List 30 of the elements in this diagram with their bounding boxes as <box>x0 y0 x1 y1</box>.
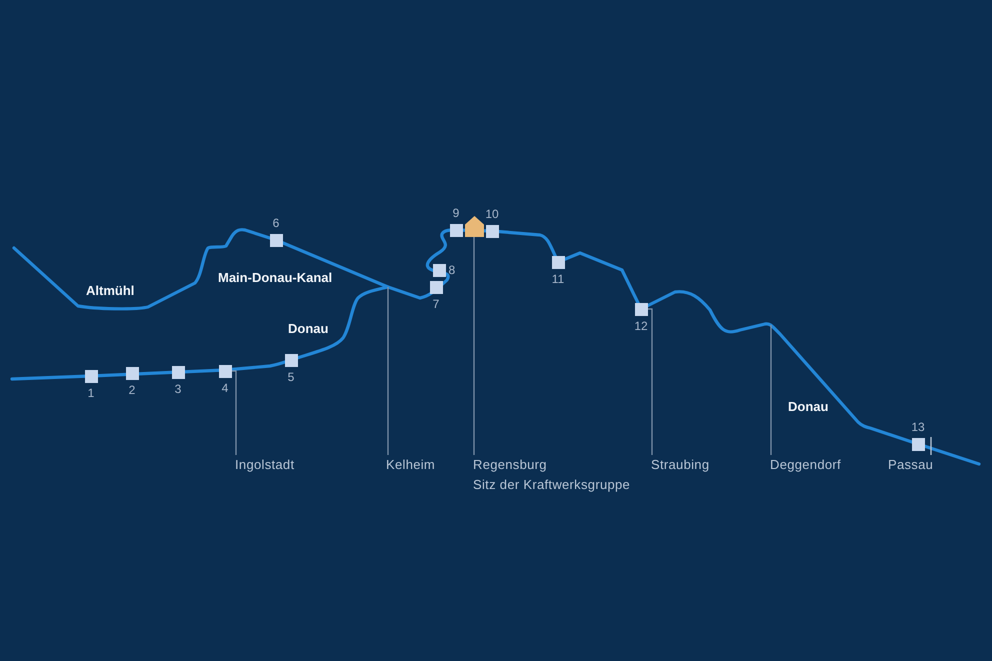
place-label: Regensburg <box>473 456 548 474</box>
callout-number: 12 <box>634 320 648 332</box>
callout-number: 11 <box>552 272 564 286</box>
caption-text: Sitz der Kraftwerksgruppe <box>473 476 630 494</box>
callout-number: 8 <box>448 264 456 276</box>
callout-number: 6 <box>272 216 280 230</box>
place-label: Passau <box>888 457 934 473</box>
river-label: Main-Donau-Kanal <box>218 270 332 286</box>
callout-number: 3 <box>174 382 182 396</box>
leader-line <box>387 287 389 455</box>
leader-line <box>648 308 653 455</box>
leader-line <box>473 236 475 455</box>
callout-number: 9 <box>452 206 460 220</box>
place-label: Deggendorf <box>770 456 841 474</box>
place-label: Kelheim <box>386 456 436 474</box>
callout-number: 1 <box>88 386 94 400</box>
callout-number: 4 <box>222 382 228 394</box>
callout-number: 10 <box>485 208 499 220</box>
leader-line <box>232 370 237 455</box>
house-icon <box>464 216 484 236</box>
callout-number: 7 <box>432 298 440 310</box>
callout-number: 5 <box>288 370 294 384</box>
place-label: Ingolstadt <box>235 456 294 474</box>
river-label: Altmühl <box>86 283 134 299</box>
place-label: Straubing <box>651 456 710 474</box>
callout-number: 13 <box>911 420 925 434</box>
river-label: Donau <box>288 321 328 337</box>
river-label: Donau <box>788 399 828 415</box>
callout-number: 2 <box>128 384 136 396</box>
leader-line <box>770 325 772 455</box>
